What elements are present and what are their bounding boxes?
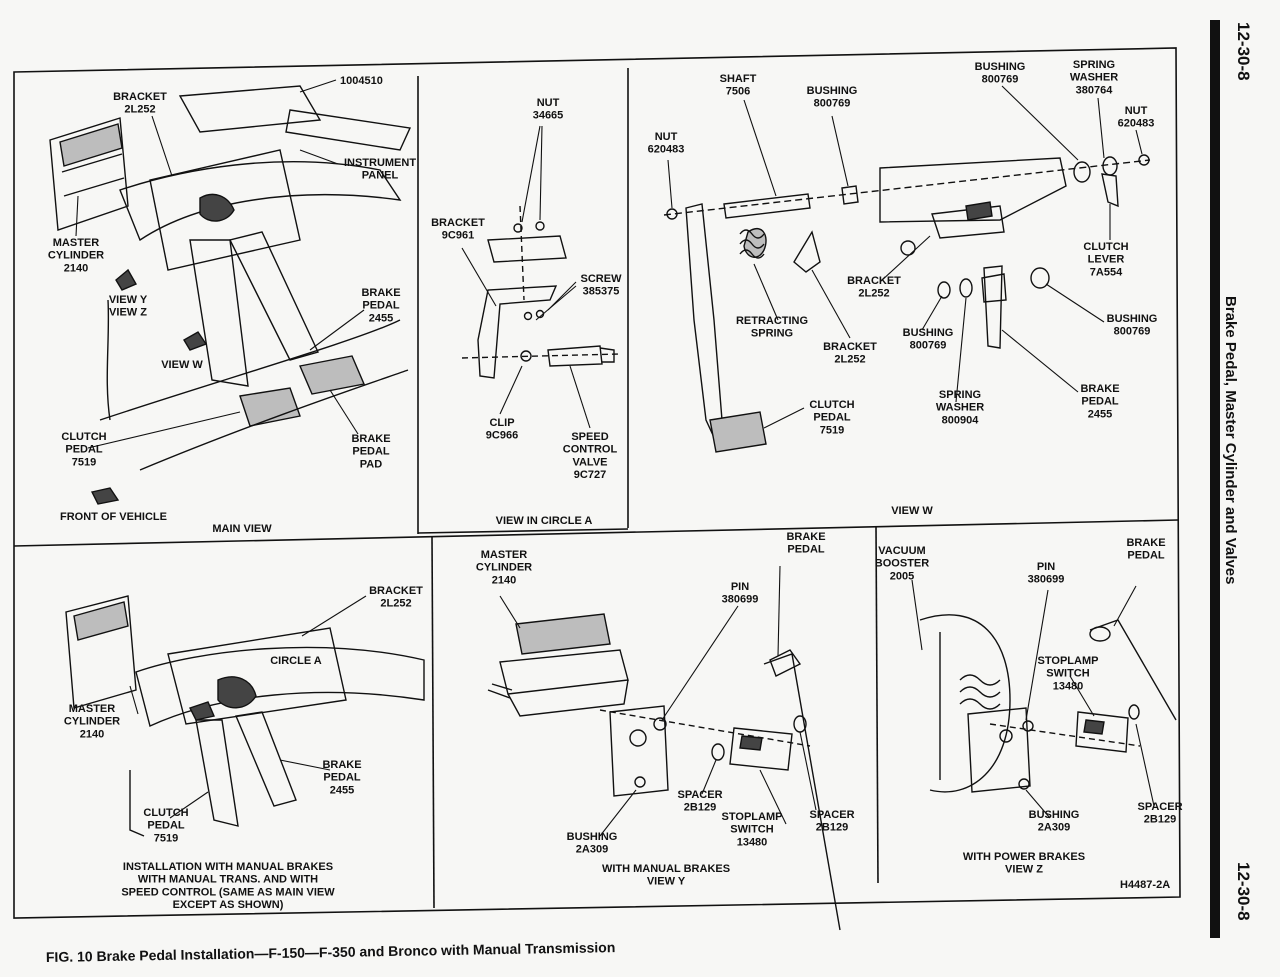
label-circle-a: CIRCLE A: [270, 655, 322, 667]
label-part-1004510: 1004510: [340, 75, 383, 87]
view-y-artwork: [487, 613, 841, 931]
caption-view-w: VIEW W: [891, 505, 933, 517]
view-z-artwork: [919, 614, 1177, 793]
view-w-artwork: [663, 154, 1151, 453]
label-view-w: VIEW W: [161, 359, 203, 371]
main-view-artwork: [49, 85, 412, 505]
panel-frame: [13, 47, 1181, 919]
page-number-top: 12-30-8: [1234, 22, 1253, 81]
label-front-of-vehicle: FRONT OF VEHICLE: [60, 511, 167, 523]
binding-bar: [1210, 20, 1220, 938]
caption-view-in-circle-a: VIEW IN CIRCLE A: [496, 515, 593, 527]
figure-caption: FIG. 10 Brake Pedal Installation—F-150—F…: [46, 939, 616, 965]
caption-main-view: MAIN VIEW: [212, 523, 272, 535]
side-title: Brake Pedal, Master Cylinder and Valves: [1222, 296, 1239, 584]
drawing-code: H4487-2A: [1120, 879, 1170, 891]
leader-lines: [75, 79, 1155, 837]
installation-artwork: [65, 595, 425, 837]
page-number-bottom: 12-30-8: [1234, 862, 1253, 921]
circle-a-artwork: [461, 205, 621, 379]
